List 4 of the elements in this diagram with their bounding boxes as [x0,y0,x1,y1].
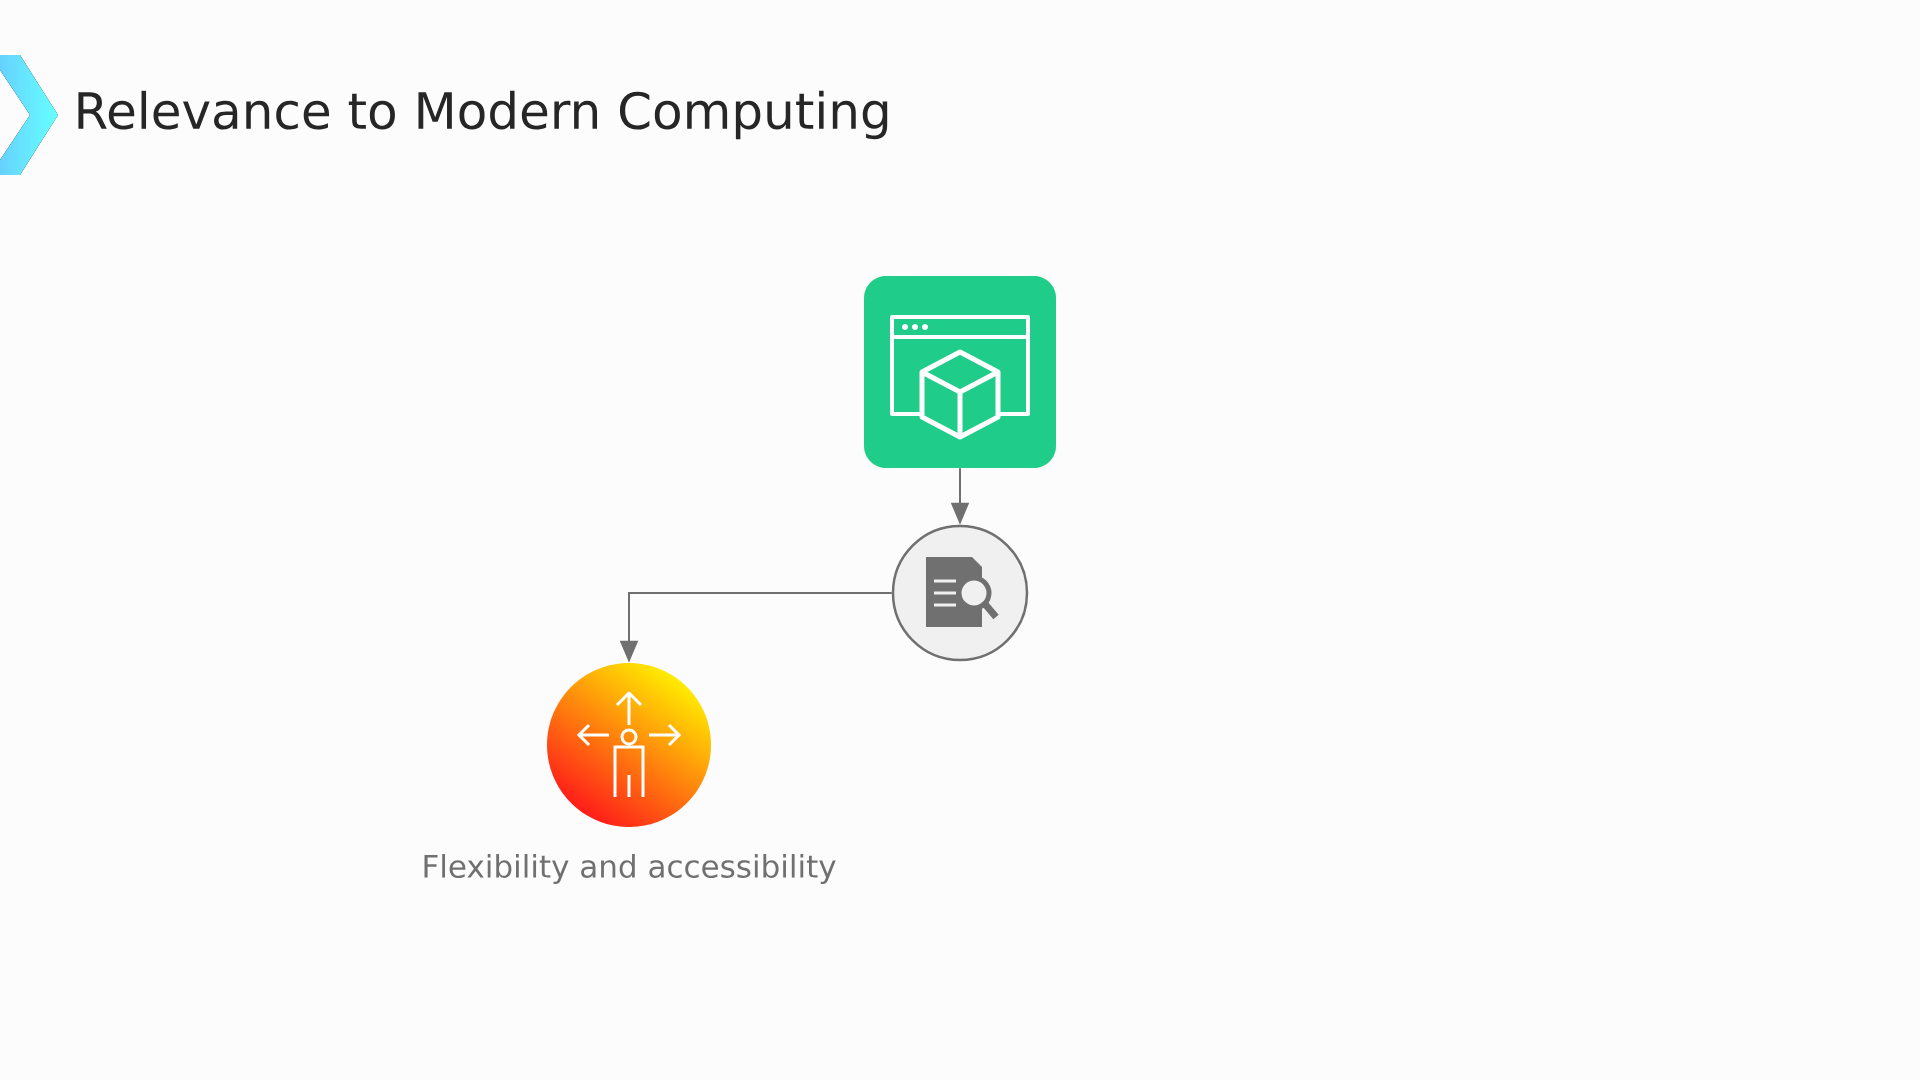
app-window-icon [864,276,1056,468]
document-search-icon [891,524,1029,662]
node-caption: Flexibility and accessibility [424,854,836,884]
title: Relevance to Modern Computing [78,90,888,140]
